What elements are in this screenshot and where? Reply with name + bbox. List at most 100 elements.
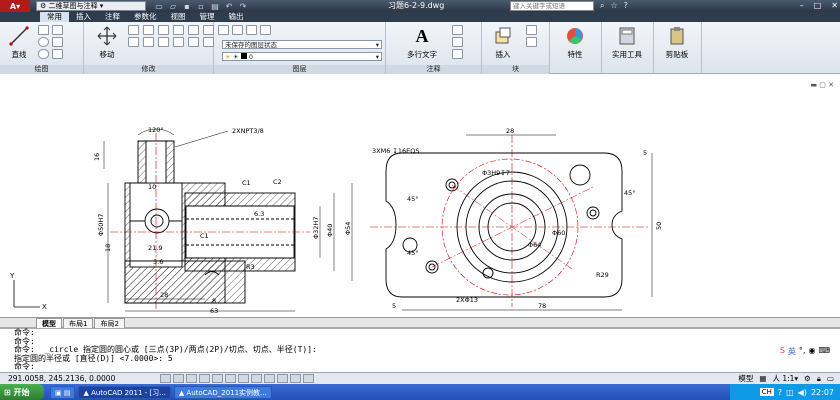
copy-icon[interactable] [173, 25, 184, 35]
workspace-icon[interactable]: ⚙ [804, 374, 811, 383]
otrack-toggle[interactable] [225, 374, 236, 383]
dyn-toggle[interactable] [251, 374, 262, 383]
minimize-icon[interactable]: – [799, 1, 804, 10]
block-panel-title[interactable]: 块 [482, 65, 549, 74]
annotation-scale[interactable]: 人 1:1▾ [772, 374, 799, 383]
mtext-button[interactable]: A 多行文字 [400, 25, 444, 60]
redo-icon[interactable]: ↷ [239, 1, 247, 11]
layer-freeze-icon[interactable] [260, 25, 271, 35]
layer-off-icon[interactable] [232, 25, 243, 35]
stretch-icon[interactable] [143, 37, 154, 47]
rotate-icon[interactable] [128, 25, 139, 35]
ortho-toggle[interactable] [186, 374, 197, 383]
mirror-icon[interactable] [188, 25, 199, 35]
utilities-button[interactable]: 实用工具 [610, 25, 644, 60]
model-space-label[interactable]: 模型 [738, 374, 754, 383]
offset-icon[interactable] [188, 37, 199, 47]
start-button[interactable]: ⊞ 开始 [0, 384, 44, 400]
search-icon[interactable]: ⌕ [600, 1, 605, 10]
workspace-dropdown[interactable]: ⚙ 二维草图与注释 ▾ [36, 1, 146, 11]
lock-icon[interactable]: 🔒︎ [816, 373, 821, 383]
new-icon[interactable]: ▭ [155, 1, 163, 11]
tpy-toggle[interactable] [277, 374, 288, 383]
subscription-icon[interactable]: ☆ [610, 1, 618, 10]
arc-icon[interactable] [52, 25, 63, 35]
circle-icon[interactable] [38, 37, 49, 47]
grid-toggle[interactable] [173, 374, 184, 383]
tab-output[interactable]: 输出 [228, 12, 244, 21]
search-input[interactable]: 键入关键字或短语 [510, 1, 594, 11]
saveas-icon[interactable]: ▫ [198, 1, 204, 11]
command-prompt[interactable]: 命令: [14, 362, 35, 371]
ime-mode[interactable]: 英 [787, 347, 796, 356]
save-icon[interactable]: ▪ [184, 1, 190, 11]
layer-state-dropdown[interactable]: 未保存的图层状态▾ [222, 40, 382, 49]
move-button[interactable]: 移动 [90, 25, 124, 60]
clipboard-button[interactable]: 剪贴板 [660, 25, 694, 60]
volume-icon[interactable]: ◀) [797, 387, 807, 397]
tab-manage[interactable]: 管理 [199, 12, 215, 21]
layer-isolate-icon[interactable] [246, 25, 257, 35]
create-block-icon[interactable] [526, 25, 537, 35]
ellipse-icon[interactable] [38, 49, 49, 59]
close-icon[interactable]: ✕ [831, 1, 838, 10]
snap-toggle[interactable] [160, 374, 171, 383]
properties-button[interactable]: 特性 [558, 25, 592, 60]
polyline-icon[interactable] [38, 25, 49, 35]
layout-icon[interactable]: ▦ [759, 374, 767, 383]
help-icon[interactable]: ? [777, 387, 783, 397]
draw-panel-title[interactable]: 绘图 [0, 65, 83, 74]
array-icon[interactable] [173, 37, 184, 47]
sogou-icon[interactable]: S [779, 346, 785, 355]
layer-properties-icon[interactable] [218, 25, 229, 35]
lang-indicator[interactable]: CH [759, 388, 774, 396]
tab-home[interactable]: 常用 [40, 12, 69, 22]
drawing-area[interactable]: ▬ ▢ ✕ Y X [0, 75, 840, 318]
tab-view[interactable]: 视图 [170, 12, 186, 21]
rectangle-icon[interactable] [52, 37, 63, 47]
osnap-toggle[interactable] [212, 374, 223, 383]
layers-panel-title[interactable]: 图层 [214, 65, 385, 74]
tab-parametric[interactable]: 参数化 [134, 12, 157, 21]
mic-icon[interactable]: ◉ [808, 346, 816, 355]
join-icon[interactable] [203, 37, 214, 47]
tab-model[interactable]: 模型 [36, 317, 62, 328]
tab-insert[interactable]: 插入 [76, 12, 91, 21]
leader-icon[interactable] [452, 37, 463, 47]
explode-icon[interactable] [128, 37, 139, 47]
lwt-toggle[interactable] [264, 374, 275, 383]
erase-icon[interactable] [158, 25, 169, 35]
taskbar-quicklaunch[interactable]: ▣ ▤ [50, 385, 76, 399]
table-icon[interactable] [452, 49, 463, 59]
hatch-icon[interactable] [52, 49, 63, 59]
qp-toggle[interactable] [290, 374, 301, 383]
annotation-panel-title[interactable]: 注释 [386, 65, 481, 74]
command-line[interactable]: 命令: 命令: 命令: _circle 指定圆的圆心或 [三点(3P)/两点(2… [0, 328, 840, 372]
layer-dropdown[interactable]: ☀ ☀ 0▾ [222, 52, 382, 61]
sc-toggle[interactable] [303, 374, 314, 383]
polar-toggle[interactable] [199, 374, 210, 383]
trim-icon[interactable] [143, 25, 154, 35]
keyboard-icon[interactable]: ⌨ [818, 346, 830, 355]
undo-icon[interactable]: ↶ [225, 1, 233, 11]
network-icon[interactable]: ◫ [786, 387, 794, 397]
print-icon[interactable]: ▤ [211, 1, 219, 11]
scale-icon[interactable] [158, 37, 169, 47]
tab-layout2[interactable]: 布局2 [94, 317, 125, 328]
modify-panel-title[interactable]: 修改 [84, 65, 213, 74]
insert-button[interactable]: 插入 [486, 25, 520, 60]
application-menu-button[interactable]: A▾ [0, 0, 30, 12]
line-button[interactable]: 直线 [2, 25, 36, 60]
viewport-controls[interactable]: ▬ ▢ ✕ [810, 81, 834, 89]
dimension-icon[interactable] [452, 25, 463, 35]
fillet-icon[interactable] [203, 25, 214, 35]
coordinates-readout[interactable]: 291.0058, 245.2136, 0.0000 [8, 374, 116, 383]
tab-annotate[interactable]: 注释 [105, 12, 120, 21]
task-tutorial[interactable]: ▲ AutoCAD_2011实例教... [173, 385, 272, 399]
tab-layout1[interactable]: 布局1 [63, 317, 94, 328]
edit-block-icon[interactable] [526, 37, 537, 47]
fullscreen-icon[interactable]: ▭ [826, 374, 834, 383]
open-icon[interactable]: ▱ [169, 1, 177, 11]
maximize-icon[interactable]: □ [813, 1, 822, 10]
punctuation-icon[interactable]: °, [798, 346, 806, 355]
